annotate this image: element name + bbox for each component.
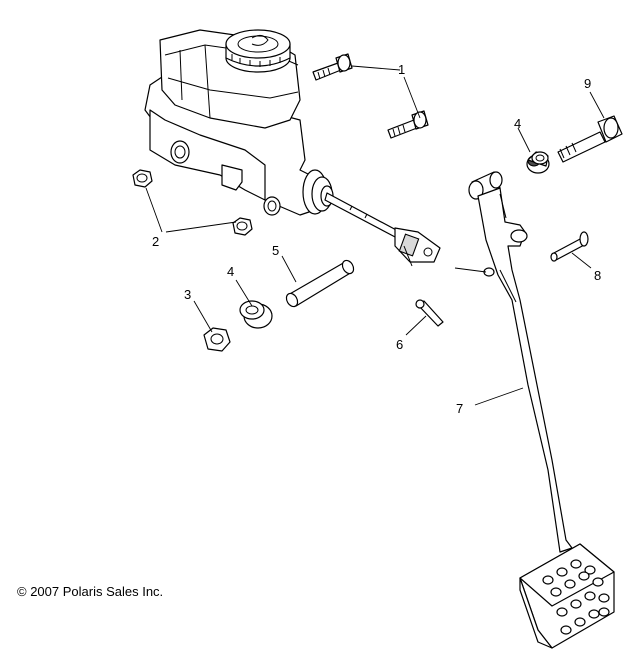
copyright-notice: © 2007 Polaris Sales Inc.: [17, 584, 164, 599]
part-7-pedal: [468, 171, 615, 649]
part-8-clevis-pin: [550, 231, 589, 262]
callout-4-lower: 4: [227, 264, 234, 279]
part-5-sleeve: [285, 259, 355, 308]
part-4-bushing-lower: [239, 300, 273, 329]
part-9-pivot-bolt: [557, 115, 623, 163]
callout-1: 1: [398, 62, 405, 77]
callout-labels: 1 2 3 4 4 5 6 7 8 9: [152, 62, 601, 416]
part-3-nut: [203, 327, 231, 352]
part-6-cotter-pin: [415, 299, 444, 327]
pedal-tread-holes: [542, 559, 610, 635]
callout-4-upper: 4: [514, 116, 521, 131]
part-2-nuts: [132, 169, 253, 236]
part-1-bolts: [312, 53, 429, 139]
leader-lines: [145, 65, 605, 406]
callout-7: 7: [456, 401, 463, 416]
callout-5: 5: [272, 243, 279, 258]
master-cylinder: [144, 29, 441, 267]
callout-2: 2: [152, 234, 159, 249]
part-4-bushing-upper: [526, 151, 550, 174]
callout-3: 3: [184, 287, 191, 302]
callout-6: 6: [396, 337, 403, 352]
callout-9: 9: [584, 76, 591, 91]
callout-8: 8: [594, 268, 601, 283]
